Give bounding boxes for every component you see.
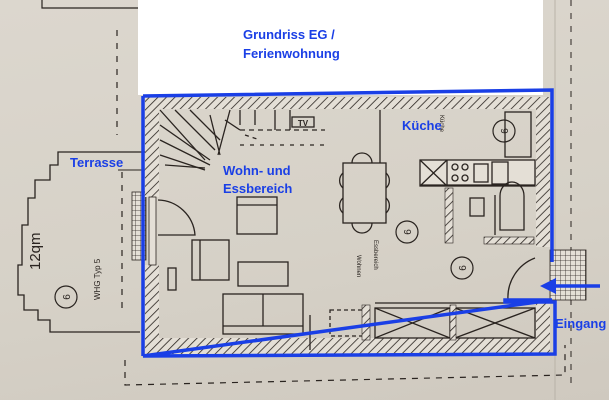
room-label-living-2: Essbereich: [223, 181, 293, 196]
room-label-living-1: Wohn- und: [223, 163, 291, 178]
bathroom-fixtures: [469, 181, 525, 235]
plan-title-line2: Ferienwohnung: [243, 46, 340, 61]
room-label-entrance: Eingang: [555, 316, 607, 331]
title-background: [138, 0, 543, 95]
svg-text:Wohnen: Wohnen: [355, 255, 361, 277]
entrance-arrow-icon: [540, 278, 600, 294]
svg-text:Essbereich: Essbereich: [372, 240, 378, 270]
dining-table: [339, 110, 390, 234]
svg-text:6: 6: [403, 229, 414, 235]
armchair-1: [236, 196, 278, 235]
svg-text:6: 6: [458, 265, 469, 271]
room-label-terrace: Terrasse: [70, 155, 124, 170]
svg-text:6: 6: [500, 128, 511, 134]
svg-text:6: 6: [62, 294, 73, 300]
circle-marker-icon: [54, 285, 78, 309]
tv-icon: [291, 116, 315, 128]
door-swing-terrace: [157, 199, 196, 236]
living-furniture: [157, 196, 304, 335]
armchair-2: [191, 239, 230, 281]
svg-text:TV: TV: [298, 119, 309, 128]
entrance-area: [309, 257, 540, 350]
svg-text:WHG Typ 5: WHG Typ 5: [93, 258, 102, 300]
svg-text:12qm: 12qm: [27, 232, 44, 270]
property-line-bottom: [124, 345, 566, 386]
svg-text:Küche: Küche: [438, 115, 444, 133]
terrace-outline: [17, 151, 145, 333]
coffee-table: [237, 261, 289, 287]
kitchen-counter: [419, 111, 536, 187]
staircase: [159, 109, 330, 171]
plan-title-line1: Grundriss EG /: [243, 27, 335, 42]
plan-title: Grundriss EG / Ferienwohnung: [243, 25, 340, 63]
room-label-kitchen: Küche: [402, 118, 442, 133]
